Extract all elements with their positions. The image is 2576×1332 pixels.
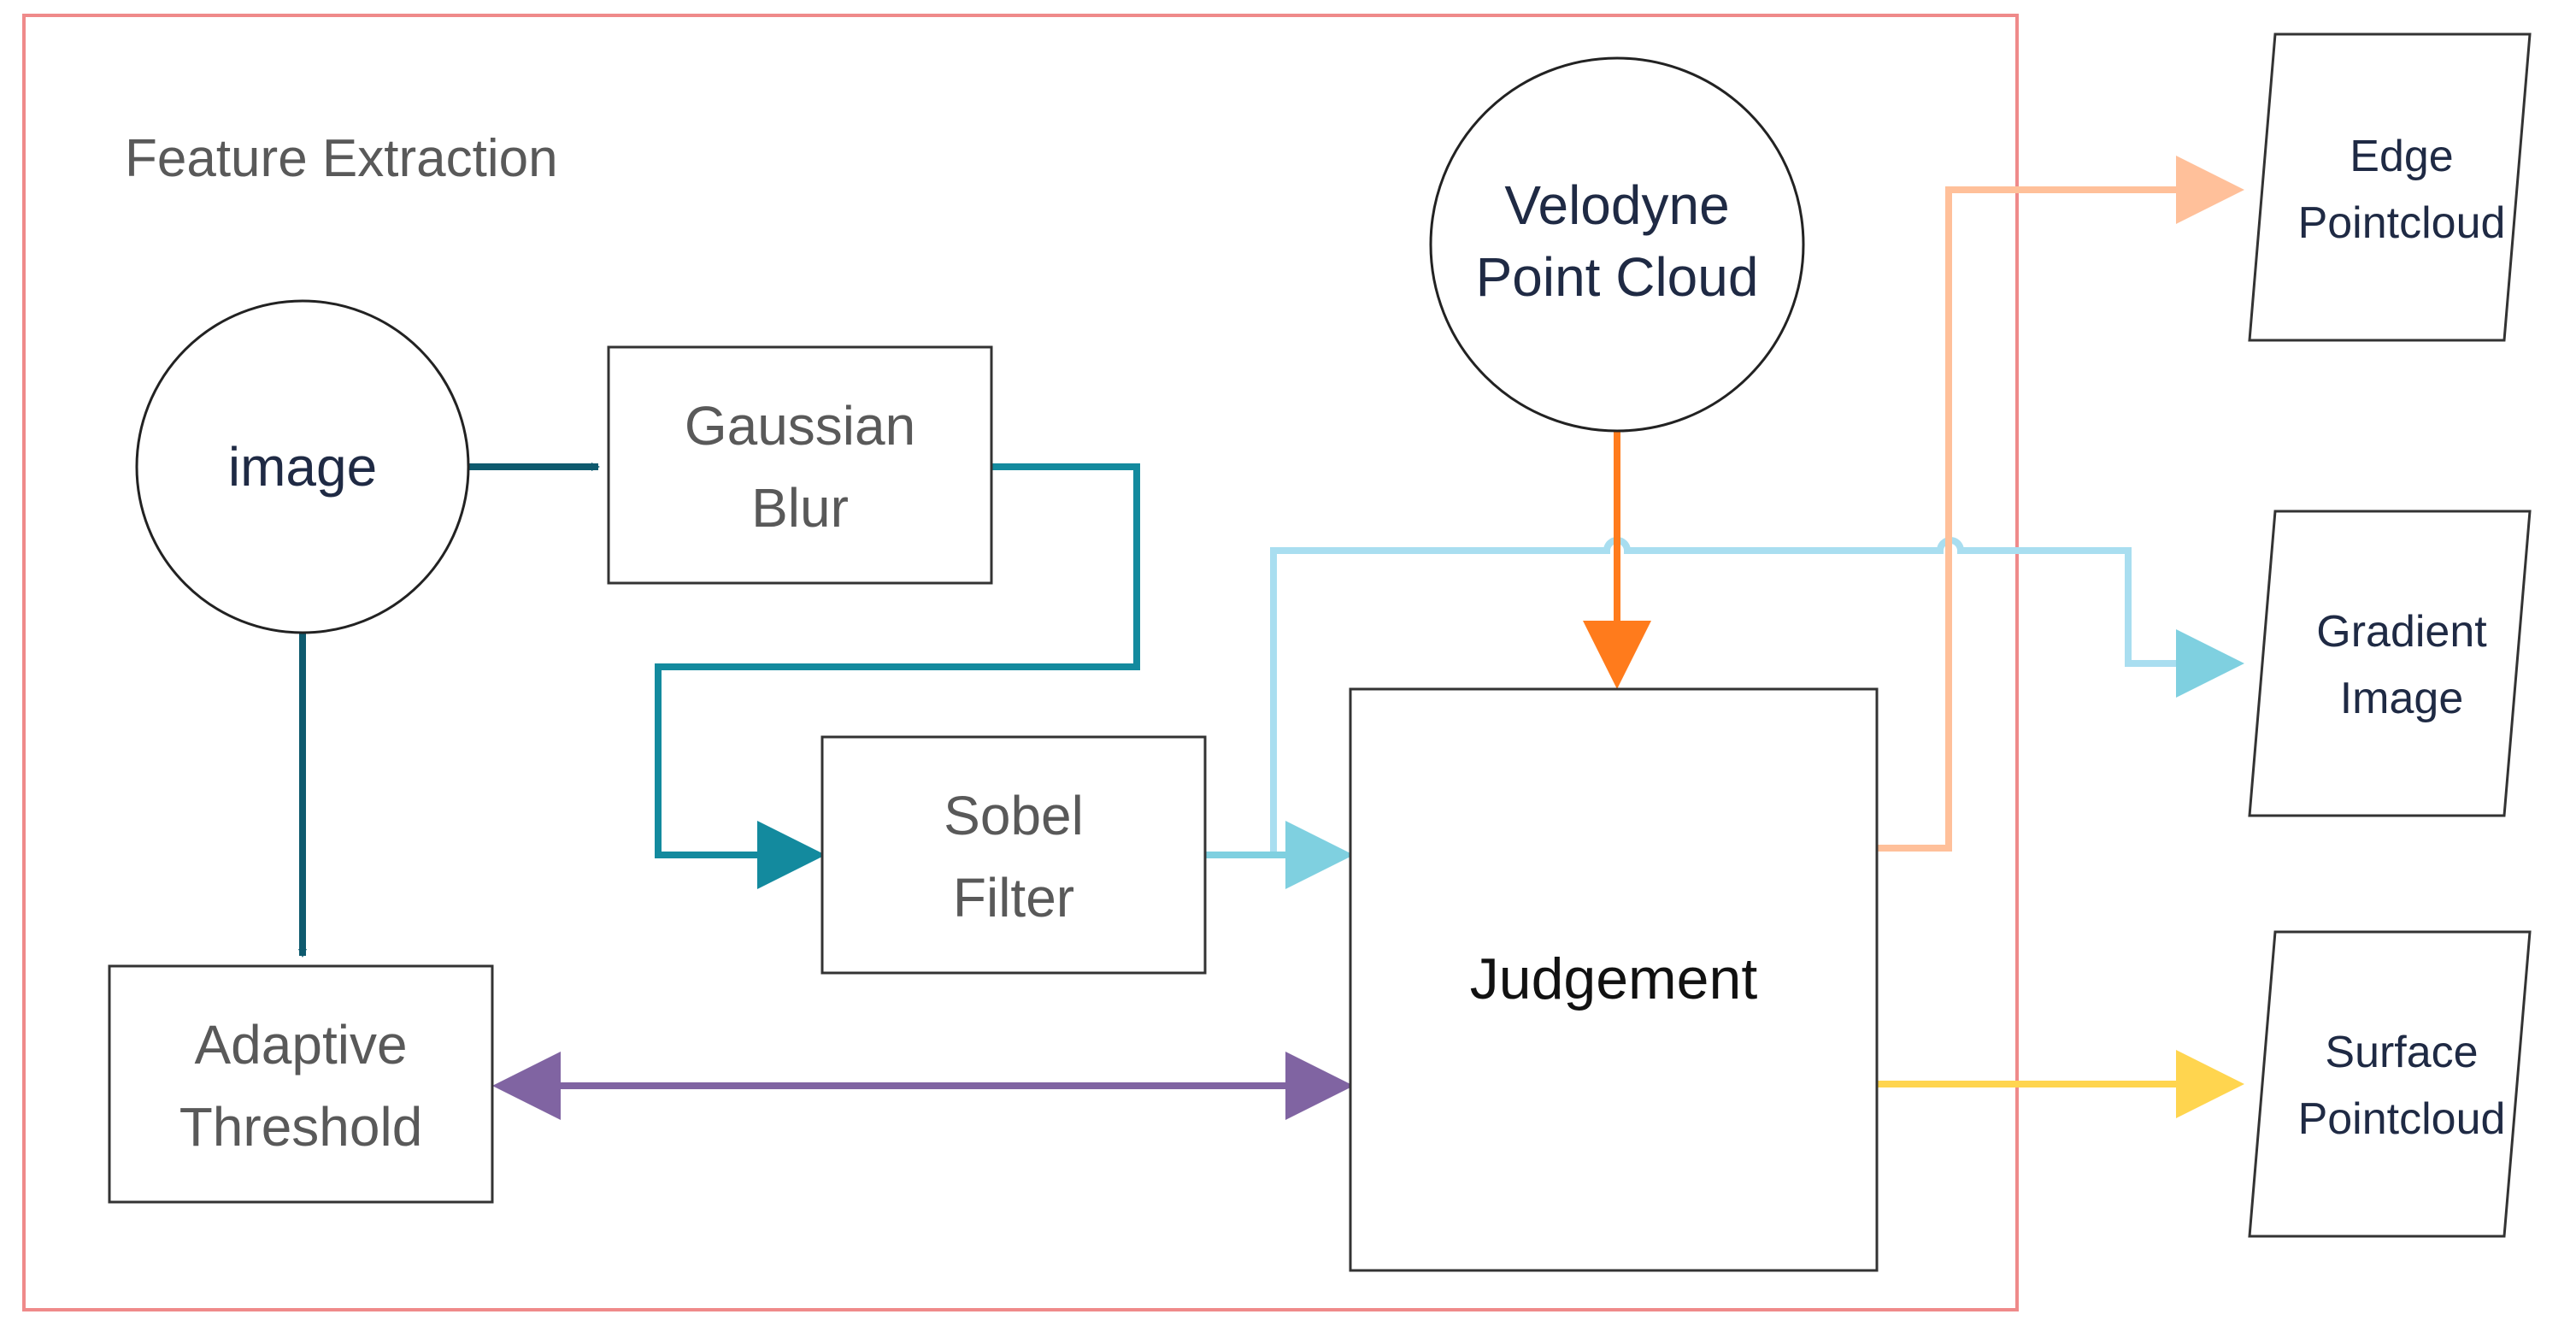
output-gradient-line1: Gradient — [2316, 607, 2487, 657]
output-edge-line1: Edge — [2350, 132, 2453, 181]
feature-extraction-frame — [22, 14, 2019, 1311]
group-title: Feature Extraction — [125, 129, 558, 188]
node-sobel-filter-line2: Filter — [953, 867, 1074, 928]
node-adaptive-threshold-line1: Adaptive — [194, 1014, 407, 1076]
node-judgement-label: Judgement — [1470, 946, 1758, 1011]
arrow-sobel-to-gradient — [1270, 537, 2244, 855]
node-gaussian-blur: Gaussian Blur — [607, 345, 993, 585]
node-judgement: Judgement — [1349, 687, 1879, 1272]
node-velodyne-line1: Velodyne — [1504, 174, 1729, 236]
node-velodyne-point-cloud: Velodyne Point Cloud — [1429, 56, 1805, 433]
output-surface-pointcloud: Surface Pointcloud — [2248, 930, 2532, 1238]
node-gaussian-blur-line2: Blur — [751, 477, 849, 539]
output-surface-line1: Surface — [2325, 1028, 2478, 1077]
output-gradient-line2: Image — [2340, 674, 2464, 723]
node-image: image — [135, 299, 470, 634]
arrow-judgement-to-edge — [1877, 156, 2244, 852]
output-surface-line2: Pointcloud — [2298, 1094, 2506, 1144]
node-gaussian-blur-line1: Gaussian — [685, 395, 915, 457]
output-edge-line2: Pointcloud — [2298, 198, 2506, 248]
output-edge-pointcloud: Edge Pointcloud — [2248, 32, 2532, 342]
node-sobel-filter-line1: Sobel — [944, 785, 1084, 846]
node-adaptive-threshold: Adaptive Threshold — [108, 964, 494, 1204]
node-image-label: image — [228, 436, 377, 498]
node-velodyne-line2: Point Cloud — [1476, 246, 1759, 308]
node-adaptive-threshold-line2: Threshold — [179, 1096, 423, 1158]
arrow-gaussian-to-sobel — [655, 463, 1140, 889]
output-gradient-image: Gradient Image — [2248, 510, 2532, 817]
node-sobel-filter: Sobel Filter — [820, 735, 1207, 975]
